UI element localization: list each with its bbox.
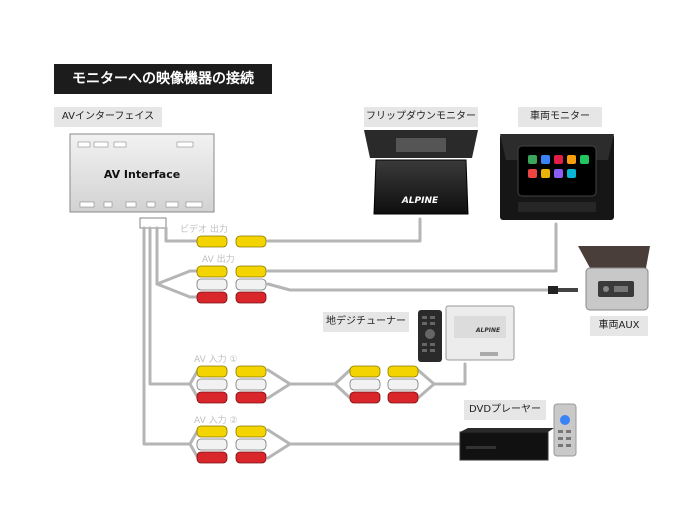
flipdown-monitor: ALPINE (364, 130, 478, 215)
car-aux (578, 246, 650, 311)
page-title: モニターへの映像機器の接続 (54, 64, 272, 94)
car-monitor-label: 車両モニター (518, 107, 602, 127)
flipdown-monitor-label: フリップダウンモニター (364, 107, 478, 127)
av-in-1-label: AV 入力 ① (194, 353, 238, 365)
tuner-label: 地デジチューナー (323, 312, 409, 332)
device-name: AV Interface (104, 168, 180, 181)
rca-av-in-1 (196, 365, 419, 404)
av-in-2-label: AV 入力 ② (194, 414, 238, 426)
tuner-remote (418, 310, 442, 362)
dvd-remote (553, 403, 577, 457)
rca-av-out (196, 265, 267, 304)
av-interface-label: AVインターフェイス (54, 107, 162, 127)
video-out-label: ビデオ 出力 (180, 223, 228, 235)
rca-av-in-2 (196, 425, 267, 464)
car-aux-label: 車両AUX (590, 316, 648, 336)
aux-plug (548, 286, 578, 294)
rca-video-out (196, 235, 267, 248)
dvd-player-label: DVDプレーヤー (464, 400, 546, 420)
alpine-logo: ALPINE (401, 196, 439, 206)
connector-plug (139, 217, 167, 229)
av-out-label: AV 出力 (202, 253, 235, 265)
dvd-player (459, 428, 554, 461)
car-monitor (500, 134, 614, 220)
tuner-box: ALPINE (445, 305, 515, 361)
svg-text:ALPINE: ALPINE (475, 327, 501, 334)
av-interface-device: AV Interface (69, 133, 215, 213)
